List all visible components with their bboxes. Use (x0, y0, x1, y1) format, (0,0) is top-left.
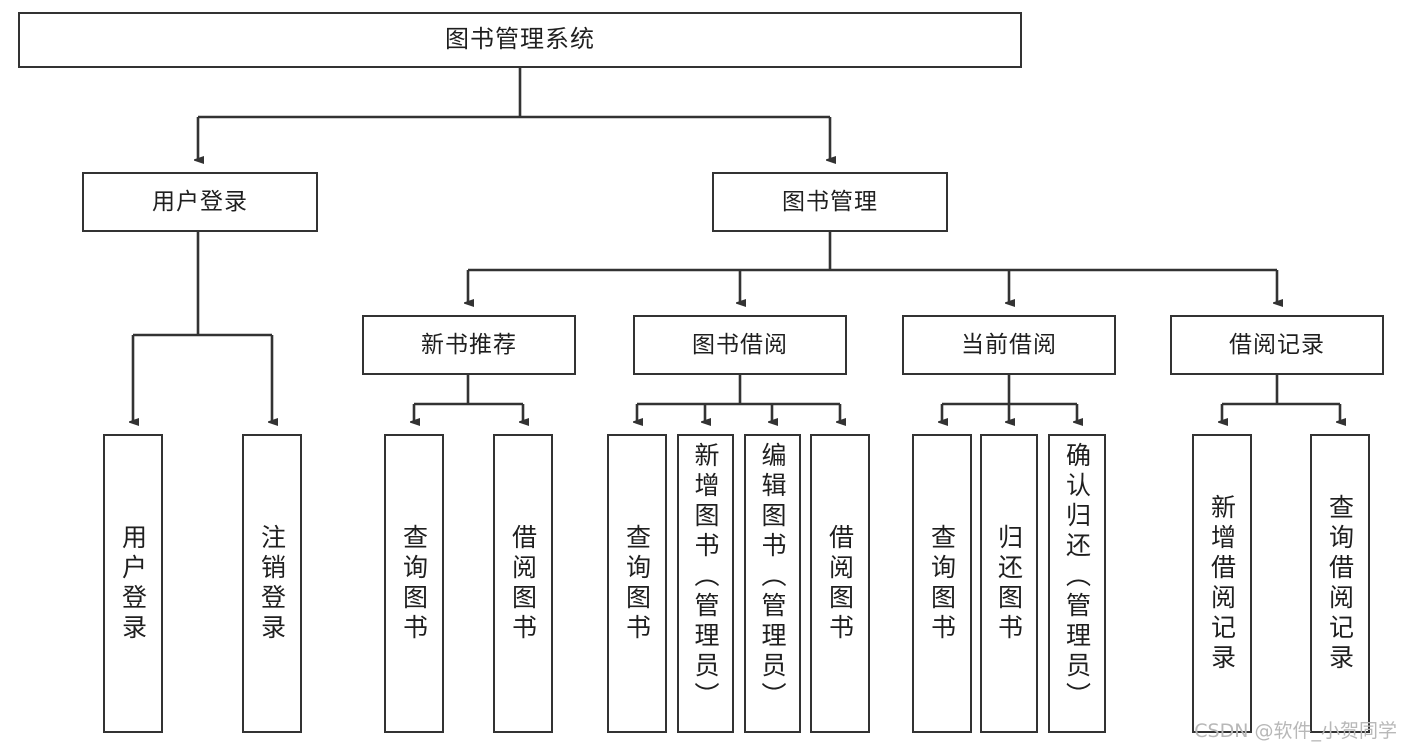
leaf-query-book-recommend[interactable]: 查询图书 (384, 434, 444, 733)
leaf-query-borrow-record[interactable]: 查询借阅记录 (1310, 434, 1370, 733)
node-label: 查询借阅记录 (1325, 493, 1355, 674)
node-book-management[interactable]: 图书管理 (712, 172, 948, 232)
node-current-borrow[interactable]: 当前借阅 (902, 315, 1116, 375)
node-label: 图书管理系统 (445, 25, 595, 54)
node-label: 借阅图书 (508, 523, 538, 644)
node-label: 新增借阅记录 (1207, 493, 1237, 674)
leaf-confirm-return-admin[interactable]: 确认归还（管理员） (1048, 434, 1106, 733)
node-label: 查询图书 (927, 523, 957, 644)
node-label: 注销登录 (257, 523, 287, 644)
node-label: 归还图书 (994, 523, 1024, 644)
leaf-query-book-current[interactable]: 查询图书 (912, 434, 972, 733)
node-label: 借阅记录 (1229, 331, 1325, 358)
leaf-logout[interactable]: 注销登录 (242, 434, 302, 733)
node-book-borrow[interactable]: 图书借阅 (633, 315, 847, 375)
node-label: 当前借阅 (961, 331, 1057, 358)
node-label: 查询图书 (399, 523, 429, 644)
node-label: 查询图书 (622, 523, 652, 644)
leaf-edit-book-admin[interactable]: 编辑图书（管理员） (744, 434, 801, 733)
node-root-library-management-system[interactable]: 图书管理系统 (18, 12, 1022, 68)
leaf-user-login[interactable]: 用户登录 (103, 434, 163, 733)
node-user-login[interactable]: 用户登录 (82, 172, 318, 232)
node-new-book-recommend[interactable]: 新书推荐 (362, 315, 576, 375)
leaf-return-book[interactable]: 归还图书 (980, 434, 1038, 733)
node-label: 编辑图书（管理员） (758, 442, 787, 712)
leaf-add-borrow-record[interactable]: 新增借阅记录 (1192, 434, 1252, 733)
watermark-text: CSDN @软件_小贺同学 (1194, 720, 1397, 742)
leaf-borrow-book[interactable]: 借阅图书 (810, 434, 870, 733)
node-label: 新书推荐 (421, 331, 517, 358)
node-label: 确认归还（管理员） (1062, 442, 1092, 712)
node-borrow-record[interactable]: 借阅记录 (1170, 315, 1384, 375)
leaf-borrow-book-recommend[interactable]: 借阅图书 (493, 434, 553, 733)
node-label: 图书借阅 (692, 331, 788, 358)
node-label: 用户登录 (118, 523, 148, 644)
leaf-query-book-borrow[interactable]: 查询图书 (607, 434, 667, 733)
node-label: 用户登录 (152, 188, 248, 215)
node-label: 借阅图书 (825, 523, 855, 644)
leaf-add-book-admin[interactable]: 新增图书（管理员） (677, 434, 734, 733)
node-label: 图书管理 (782, 188, 878, 215)
node-label: 新增图书（管理员） (691, 442, 720, 712)
